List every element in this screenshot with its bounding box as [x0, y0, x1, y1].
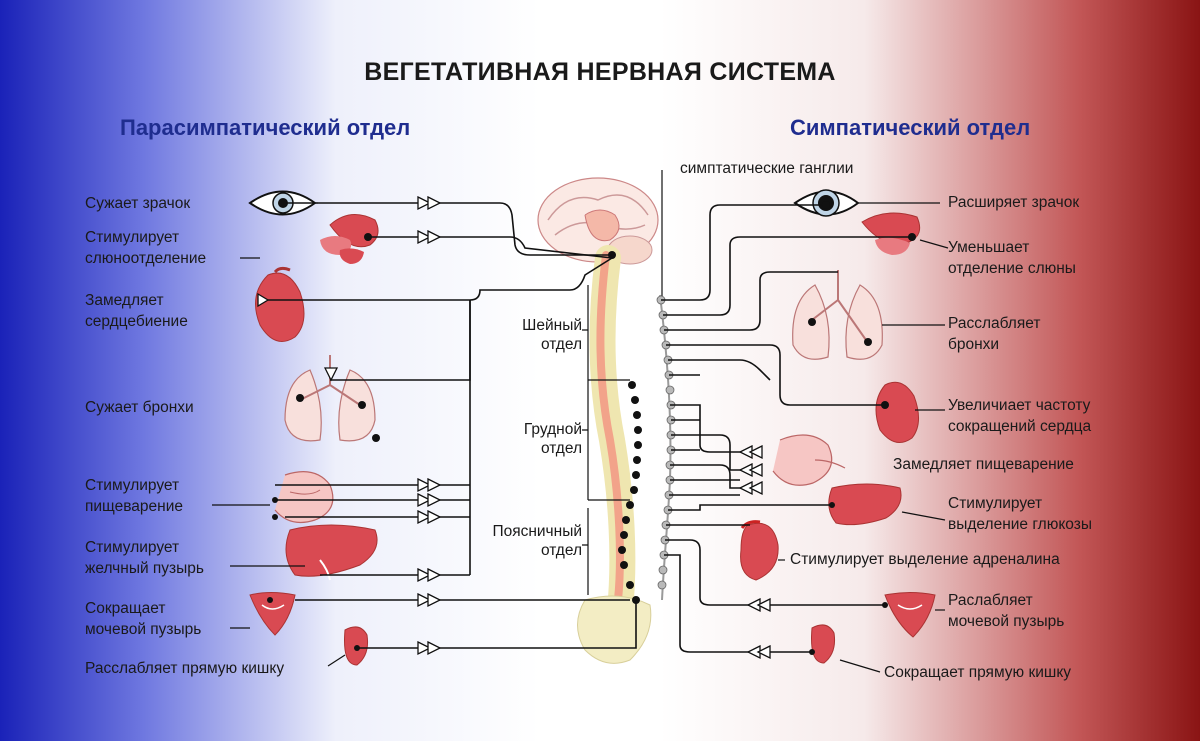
- brain-illustration: [537, 177, 659, 265]
- para-effect-gallbladder: Стимулирует желчный пузырь: [85, 537, 204, 579]
- symp-effect-label: Стимулирует: [948, 495, 1043, 512]
- spine-region-brackets: [582, 285, 630, 595]
- para-effect-saliva: Стимулирует слюноотделение: [85, 227, 206, 269]
- para-effect-label: Сужает бронхи: [85, 399, 194, 416]
- heart-left-icon: [255, 266, 305, 342]
- eye-right-icon: [793, 189, 860, 217]
- rectum-right-icon: [811, 624, 835, 664]
- region-label: Шейный: [522, 317, 582, 334]
- region-label: отдел: [540, 440, 582, 457]
- sympathetic-ganglia-markers: [738, 444, 771, 660]
- para-effect-label: Стимулирует: [85, 229, 180, 246]
- bladder-left-icon: [249, 592, 296, 636]
- symp-effect-label: Уменьшает: [948, 239, 1030, 256]
- parasympathetic-ganglia-markers: [257, 195, 442, 656]
- salivary-gland-right-icon: [861, 212, 921, 255]
- para-effect-label: Сужает зрачок: [85, 195, 191, 212]
- para-effect-heart: Замедляет сердцебиение: [85, 290, 188, 332]
- para-effect-label: Стимулирует: [85, 477, 180, 494]
- symp-effect-label: выделение глюкозы: [948, 516, 1092, 533]
- symp-effect-bronchi: Расслабляет бронхи: [948, 313, 1040, 355]
- stomach-right-icon: [772, 434, 846, 486]
- region-lumbar: Поясничный отдел: [475, 522, 582, 560]
- region-thoracic: Грудной отдел: [505, 420, 582, 458]
- page-title: ВЕГЕТАТИВНАЯ НЕРВНАЯ СИСТЕМА: [364, 58, 836, 86]
- sympathetic-ganglion-chain: [656, 294, 676, 601]
- spinal-cord: [596, 251, 624, 604]
- region-label: отдел: [540, 542, 582, 559]
- symp-effect-label: Расширяет зрачок: [948, 194, 1080, 211]
- symp-effect-saliva: Уменьшает отделение слюны: [948, 237, 1076, 279]
- symp-effect-rectum: Сокращает прямую кишку: [884, 662, 1071, 683]
- symp-effect-label: мочевой пузырь: [948, 613, 1065, 630]
- ganglia-label: симптатические ганглии: [680, 160, 854, 177]
- symp-effect-label: Увеличиает частоту: [948, 397, 1091, 414]
- heart-right-icon: [875, 381, 919, 443]
- para-effect-label: мочевой пузырь: [85, 621, 202, 638]
- symp-effect-adrenaline: Стимулирует выделение адреналина: [790, 549, 1060, 570]
- liver-left-icon: [285, 524, 378, 581]
- symp-effect-label: сокращений сердца: [948, 418, 1092, 435]
- symp-effect-heart: Увеличиает частоту сокращений сердца: [948, 395, 1091, 437]
- para-effect-label: слюноотделение: [85, 250, 207, 267]
- sacrum: [577, 595, 652, 664]
- symp-effect-bladder: Раслабляет мочевой пузырь: [948, 590, 1064, 632]
- liver-right-icon: [828, 483, 902, 526]
- symp-effect-label: Стимулирует выделение адреналина: [790, 551, 1060, 568]
- symp-effect-label: Расслабляет: [948, 315, 1041, 332]
- symp-effect-label: бронхи: [948, 336, 1000, 353]
- para-effect-label: Расслабляет прямую кишку: [85, 660, 285, 677]
- region-cervical: Шейный отдел: [512, 316, 582, 354]
- symp-effect-label: Сокращает прямую кишку: [884, 664, 1072, 681]
- para-effect-label: желчный пузырь: [85, 560, 205, 577]
- stomach-left-icon: [274, 471, 334, 523]
- para-effect-rectum: Расслабляет прямую кишку: [85, 658, 284, 679]
- symp-effect-label: Замедляет пищеварение: [893, 456, 1074, 473]
- sympathetic-nerve-paths: [661, 204, 912, 653]
- symp-effect-digestion: Замедляет пищеварение: [893, 454, 1074, 475]
- bladder-right-icon: [884, 592, 936, 638]
- para-effect-bronchi: Сужает бронхи: [85, 397, 194, 418]
- region-label: отдел: [540, 336, 582, 353]
- para-effect-label: сердцебиение: [85, 313, 188, 330]
- para-effect-label: пищеварение: [85, 498, 184, 515]
- sympathetic-target-dots: [808, 201, 916, 655]
- symp-effect-label: Раслабляет: [948, 592, 1033, 609]
- parasympathetic-heading: Парасимпатический отдел: [120, 115, 411, 140]
- symp-effect-pupil: Расширяет зрачок: [948, 192, 1079, 213]
- para-effect-digestion: Стимулирует пищеварение: [85, 475, 183, 517]
- para-effect-label: Сокращает: [85, 600, 166, 617]
- parasympathetic-target-dots: [267, 199, 380, 651]
- para-effect-label: Стимулирует: [85, 539, 180, 556]
- para-effect-bladder: Сокращает мочевой пузырь: [85, 598, 201, 640]
- para-effect-label: Замедляет: [85, 292, 164, 309]
- region-label: Поясничный: [492, 523, 582, 540]
- sympathetic-heading: Симпатический отдел: [790, 115, 1031, 140]
- para-effect-pupil: Сужает зрачок: [85, 193, 190, 214]
- symp-effect-label: отделение слюны: [948, 260, 1076, 277]
- symp-effect-glucose: Стимулирует выделение глюкозы: [948, 493, 1092, 535]
- adrenal-kidney-icon: [740, 520, 779, 581]
- region-label: Грудной: [523, 421, 582, 438]
- label-leader-lines: [212, 202, 949, 673]
